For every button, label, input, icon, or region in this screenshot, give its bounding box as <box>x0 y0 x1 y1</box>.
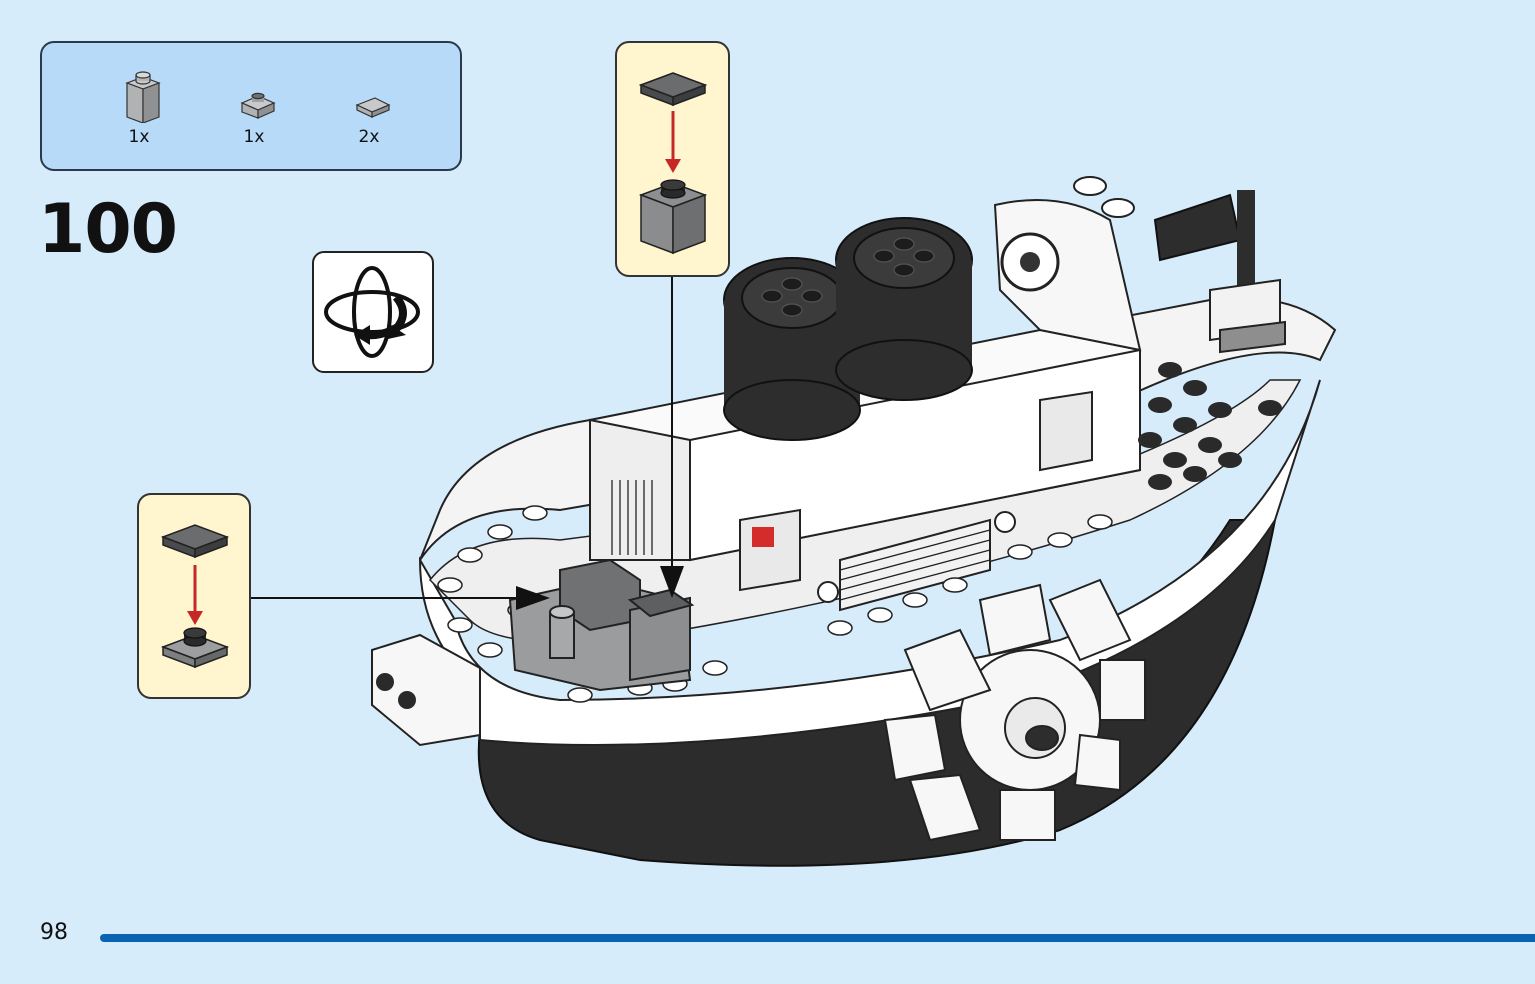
page-number: 98 <box>40 920 68 945</box>
footer-rule <box>100 934 1535 942</box>
part-round-plate-1x1: 1x <box>214 69 294 159</box>
brick-1x1-icon <box>125 71 161 123</box>
rotate-model-panel <box>312 251 434 373</box>
part-brick-1x1: 1x <box>99 69 179 159</box>
sub-assembly-callout <box>615 41 730 277</box>
part-quantity: 1x <box>243 127 265 147</box>
part-quantity: 1x <box>128 127 150 147</box>
part-tile-1x1: 2x <box>329 69 409 159</box>
tile-1x1-icon <box>355 97 391 118</box>
parts-list-panel: 1x 1x 2x <box>40 41 462 171</box>
sub-assembly-callout <box>137 493 251 699</box>
step-number: 100 <box>38 190 178 269</box>
rotate-model-icon <box>324 266 420 358</box>
sub-assembly-tile-on-round-plate-icon <box>160 524 230 669</box>
round-plate-1x1-icon <box>240 92 276 119</box>
sub-assembly-tile-on-brick-icon <box>638 72 708 255</box>
part-quantity: 2x <box>358 127 380 147</box>
